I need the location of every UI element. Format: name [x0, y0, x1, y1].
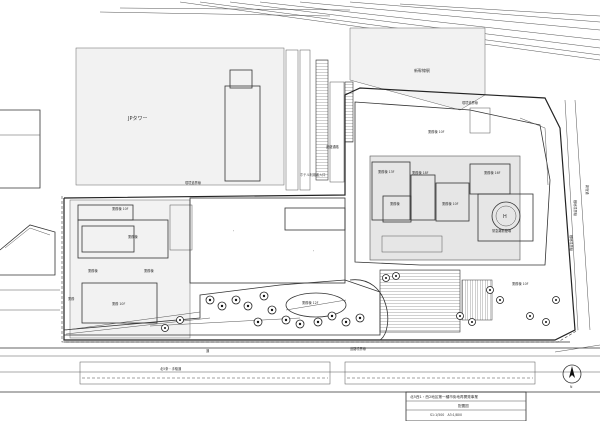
heliport-label: H	[503, 214, 507, 220]
connector-strips	[285, 49, 354, 191]
boundary-right-b: 敷地境界線	[569, 235, 574, 252]
bottom-boundary-label: 道路境界線	[350, 346, 367, 351]
shinkansen-label: 新幹線駅	[414, 67, 430, 73]
boundary-label-top: 環境道界線	[462, 100, 479, 105]
lower-right-label: 業務棟 10F	[512, 281, 529, 286]
plaza	[63, 269, 493, 341]
title-block: 北5西1・西2地区第一種市街地再開発事業 配置図 S1:1/500 A3:1/8…	[405, 391, 527, 421]
center-block: 業務棟 12F ・ ・	[189, 197, 346, 305]
lower-d-label: 業務棟	[144, 268, 154, 273]
svg-text:・: ・	[312, 249, 315, 253]
right-road: 新宿通 敷地境界線 敷地境界線	[564, 99, 591, 331]
rail-lines	[99, 1, 600, 61]
title-line-3: S1:1/500 A3:1/800	[430, 413, 462, 417]
bottom-road: 北5条・手稲通 道路境界線 通	[0, 341, 600, 393]
center-plaza-label: 業務棟 12F	[302, 300, 319, 305]
bldg-e-label: 業務棟 10F	[442, 201, 459, 206]
boundary-right-a: 敷地境界線	[573, 200, 578, 217]
left-building	[0, 109, 41, 189]
jp-tower: JPタワー	[75, 47, 285, 186]
bldg-a-label: 業務棟 10F	[428, 129, 445, 134]
main-complex: 業務棟 10F 業務棟 13F 業務棟 18F 業務棟 業務棟 10F 業務棟 …	[354, 101, 551, 266]
svg-text:・: ・	[232, 229, 235, 233]
trees	[161, 272, 560, 332]
lower-b-label: 業務棟	[128, 234, 138, 239]
lower-e-label: 業務 10F	[112, 301, 125, 306]
stairs	[379, 269, 461, 333]
north-arrow: N	[562, 364, 582, 389]
bottom-boundary-b-label: 通	[206, 348, 210, 353]
title-line-2: 配置図	[458, 403, 469, 408]
north-label: N	[570, 385, 573, 389]
left-canopy	[0, 224, 60, 311]
bottom-street-label: 北5条・手稲通	[160, 366, 182, 371]
lower-a-label: 業務棟 10F	[112, 206, 129, 211]
heliport	[491, 201, 521, 231]
lower-complex: 業務棟 10F 業務棟 業務棟 業務棟 業務 10F 業務	[68, 199, 193, 339]
site-boundary	[63, 87, 576, 341]
jp-tower-label: JPタワー	[127, 115, 148, 122]
walkway-label: 連絡通路	[326, 144, 340, 149]
bldg-b-label: 業務棟 13F	[378, 169, 395, 174]
heliport-sub-label: 緊急離着陸場	[492, 228, 512, 233]
lower-f-label: 業務	[68, 296, 75, 301]
title-line-1: 北5西1・西2地区第一種市街地再開発事業	[410, 394, 478, 399]
bldg-d-label: 業務棟	[390, 201, 400, 206]
road-right-label: 新宿通	[585, 185, 590, 195]
entrance-label: ホテル利用者入口	[300, 172, 326, 177]
boundary-label-mid: 環境道界線	[185, 180, 202, 185]
bldg-c-label: 業務棟 18F	[412, 170, 429, 175]
lower-c-label: 業務棟	[88, 268, 98, 273]
shinkansen-station: 新幹線駅	[349, 27, 486, 111]
bldg-f-label: 業務棟 16F	[484, 170, 501, 175]
